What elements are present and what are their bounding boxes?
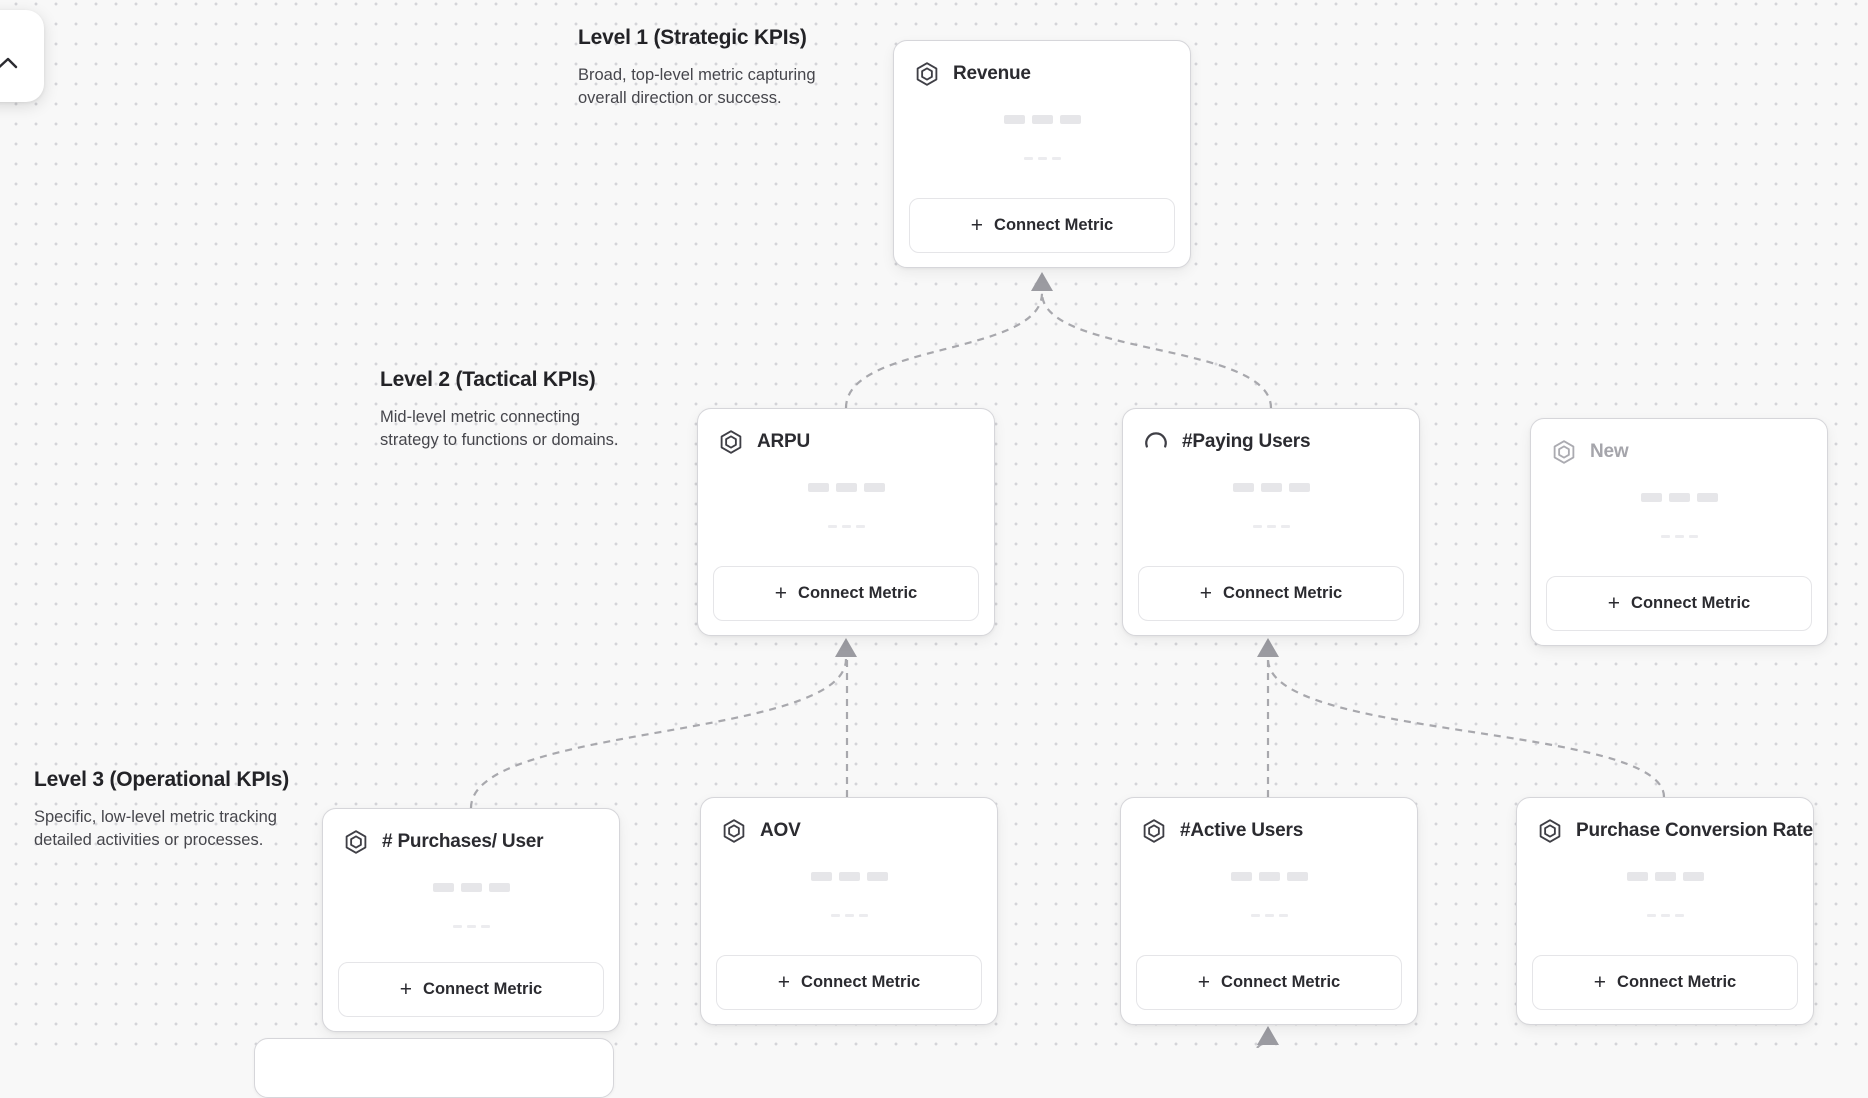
connect-metric-button[interactable]: + Connect Metric: [713, 566, 979, 621]
card-title: AOV: [760, 820, 801, 841]
plus-icon: +: [1593, 971, 1607, 994]
edge-offscreen-child-to-active-users: [1256, 1042, 1269, 1048]
plus-icon: +: [1197, 971, 1211, 994]
connect-metric-label: Connect Metric: [1223, 584, 1343, 602]
connect-metric-button[interactable]: + Connect Metric: [716, 955, 982, 1010]
card-header: Revenue: [894, 41, 1190, 87]
metric-value-placeholder: [698, 483, 994, 528]
card-header: AOV: [701, 798, 997, 844]
card-title: Revenue: [953, 63, 1031, 84]
toolbar-tool-button[interactable]: [0, 10, 44, 102]
hexagon-metric-icon: [1537, 818, 1563, 844]
metric-card-aov[interactable]: AOV + Connect Metric: [700, 797, 998, 1025]
metric-value-placeholder: [1531, 493, 1827, 538]
connect-metric-label: Connect Metric: [1617, 973, 1737, 991]
card-header: ARPU: [698, 409, 994, 455]
edges-layer: [469, 272, 1666, 1048]
connect-metric-label: Connect Metric: [801, 973, 921, 991]
metric-value-placeholder: [1123, 483, 1419, 528]
connect-metric-button[interactable]: + Connect Metric: [1546, 576, 1812, 631]
connect-metric-button[interactable]: + Connect Metric: [909, 198, 1175, 253]
hexagon-metric-icon: [1141, 818, 1167, 844]
connect-metric-label: Connect Metric: [994, 216, 1114, 234]
level-description: Mid-level metric connecting strategy to …: [380, 408, 619, 449]
arrowhead-into-active-users: [1257, 1026, 1279, 1045]
hexagon-metric-icon: [1551, 439, 1577, 465]
card-header: New: [1531, 419, 1827, 465]
edge-arpu-to-revenue: [844, 292, 1044, 409]
cursor-tool-icon: [0, 57, 18, 69]
plus-icon: +: [777, 971, 791, 994]
connect-metric-button[interactable]: + Connect Metric: [1532, 955, 1798, 1010]
level-title: Level 1 (Strategic KPIs): [578, 26, 807, 49]
metric-value-placeholder: [1121, 872, 1417, 917]
edge-paying-users-to-revenue: [1040, 292, 1273, 409]
hexagon-metric-icon: [914, 61, 940, 87]
level-description: Broad, top-level metric capturing overal…: [578, 66, 816, 107]
plus-icon: +: [970, 214, 984, 237]
connect-metric-button[interactable]: + Connect Metric: [338, 962, 604, 1017]
arrowhead-into-paying-users: [1257, 638, 1279, 657]
metric-card-paying-users[interactable]: #Paying Users + Connect Metric: [1122, 408, 1420, 636]
hexagon-metric-icon: [718, 429, 744, 455]
metric-card-purchase-conversion-rate[interactable]: Purchase Conversion Rate + Connect Metri…: [1516, 797, 1814, 1025]
card-header: #Paying Users: [1123, 409, 1419, 455]
card-header: #Active Users: [1121, 798, 1417, 844]
metric-card-arpu[interactable]: ARPU + Connect Metric: [697, 408, 995, 636]
connect-metric-label: Connect Metric: [1631, 594, 1751, 612]
arrowhead-into-revenue: [1031, 272, 1053, 291]
card-header: Purchase Conversion Rate: [1517, 798, 1813, 844]
hexagon-metric-icon: [721, 818, 747, 844]
connect-metric-button[interactable]: + Connect Metric: [1138, 566, 1404, 621]
plus-icon: +: [774, 582, 788, 605]
metric-card-purchases-per-user[interactable]: # Purchases/ User + Connect Metric: [322, 808, 620, 1032]
level-description: Specific, low-level metric tracking deta…: [34, 808, 277, 849]
metric-value-placeholder: [701, 872, 997, 917]
spinner-icon: [1143, 429, 1169, 455]
connect-metric-label: Connect Metric: [1221, 973, 1341, 991]
hexagon-metric-icon: [343, 829, 369, 855]
plus-icon: +: [1607, 592, 1621, 615]
partial-offscreen-card[interactable]: [254, 1038, 614, 1098]
metric-card-new[interactable]: New + Connect Metric: [1530, 418, 1828, 646]
card-title: ARPU: [757, 431, 811, 452]
level-2-label: Level 2 (Tactical KPIs) Mid-level metric…: [380, 366, 632, 452]
card-title: #Active Users: [1180, 820, 1304, 841]
connect-metric-button[interactable]: + Connect Metric: [1136, 955, 1402, 1010]
arrowhead-into-arpu: [835, 638, 857, 657]
metric-card-revenue[interactable]: Revenue + Connect Metric: [893, 40, 1191, 268]
card-title: New: [1590, 441, 1629, 462]
plus-icon: +: [399, 978, 413, 1001]
level-3-label: Level 3 (Operational KPIs) Specific, low…: [34, 766, 324, 852]
edge-purchases-per-user-to-arpu: [469, 658, 848, 809]
connect-metric-label: Connect Metric: [423, 980, 543, 998]
level-title: Level 2 (Tactical KPIs): [380, 368, 596, 391]
card-title: # Purchases/ User: [382, 831, 544, 852]
metric-value-placeholder: [894, 115, 1190, 160]
connect-metric-label: Connect Metric: [798, 584, 918, 602]
card-title: #Paying Users: [1182, 431, 1311, 452]
metric-value-placeholder: [323, 883, 619, 928]
edge-purchase-conversion-rate-to-paying-users: [1266, 658, 1666, 798]
metric-value-placeholder: [1517, 872, 1813, 917]
card-title: Purchase Conversion Rate: [1576, 820, 1814, 841]
card-header: # Purchases/ User: [323, 809, 619, 855]
metric-card-active-users[interactable]: #Active Users + Connect Metric: [1120, 797, 1418, 1025]
level-title: Level 3 (Operational KPIs): [34, 768, 290, 791]
plus-icon: +: [1199, 582, 1213, 605]
level-1-label: Level 1 (Strategic KPIs) Broad, top-leve…: [578, 24, 840, 110]
